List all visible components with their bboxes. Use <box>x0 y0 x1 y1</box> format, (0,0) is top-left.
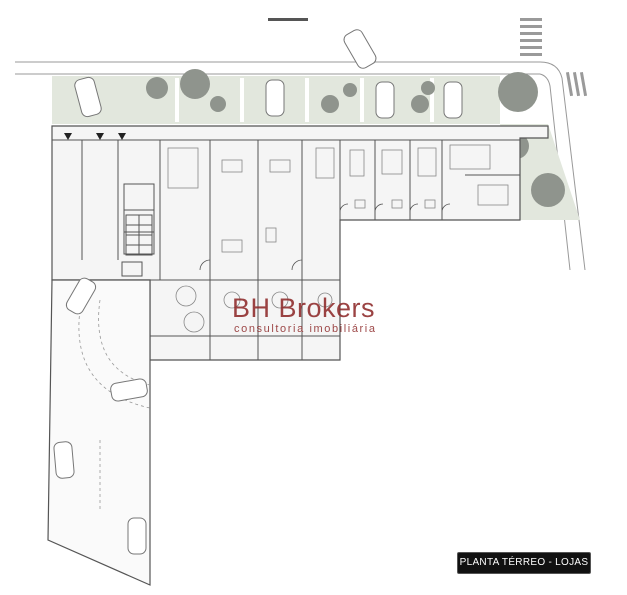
stair-core <box>121 214 153 277</box>
store-partitions <box>52 139 520 360</box>
scale-bar <box>268 18 308 21</box>
parking-cars <box>53 277 148 555</box>
door-swings <box>199 203 451 271</box>
street-cars <box>74 29 463 119</box>
crosswalk-top <box>520 18 542 56</box>
street-edges <box>15 61 586 271</box>
furniture <box>167 144 509 333</box>
watermark-tagline: consultoria imobiliária <box>234 323 377 335</box>
plan-title-label: PLANTA TÉRREO - LOJAS <box>457 552 591 574</box>
entrance-markers <box>64 133 126 140</box>
watermark-brand: BH Brokers <box>232 293 376 323</box>
parking-lot <box>47 279 151 586</box>
crosswalk-right <box>565 72 588 97</box>
